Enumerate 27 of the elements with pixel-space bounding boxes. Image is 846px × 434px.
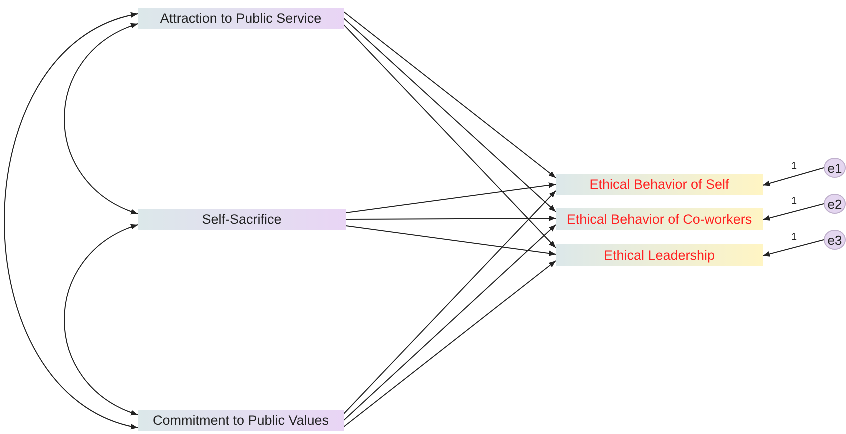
arrow xyxy=(64,224,138,416)
outcome-variable-box: Ethical Behavior of Co-workers xyxy=(556,208,763,230)
arrow xyxy=(762,240,824,257)
latent-variable-box: Self-Sacrifice xyxy=(138,209,346,230)
arrow xyxy=(762,168,824,186)
arrow xyxy=(344,224,556,421)
arrow xyxy=(346,182,556,214)
edge-label: 1 xyxy=(792,232,798,243)
latent-variable-box: Attraction to Public Service xyxy=(138,8,344,29)
arrow xyxy=(344,24,556,248)
edge-label: 1 xyxy=(792,160,798,172)
arrow xyxy=(344,190,556,414)
arrow xyxy=(762,204,824,221)
arrow xyxy=(344,260,556,428)
arrow xyxy=(346,226,556,256)
edge-label: 1 xyxy=(792,196,798,207)
arrow xyxy=(64,24,138,214)
error-term-circle: e2 xyxy=(824,194,846,214)
error-term-circle: e1 xyxy=(824,158,846,178)
latent-variable-box: Commitment to Public Values xyxy=(138,410,344,431)
outcome-variable-box: Ethical Behavior of Self xyxy=(556,174,763,195)
arrow xyxy=(346,216,556,222)
arrow xyxy=(4,14,138,428)
arrow xyxy=(344,18,556,212)
outcome-variable-box: Ethical Leadership xyxy=(556,244,763,266)
arrow xyxy=(344,12,556,178)
error-term-circle: e3 xyxy=(824,230,846,250)
